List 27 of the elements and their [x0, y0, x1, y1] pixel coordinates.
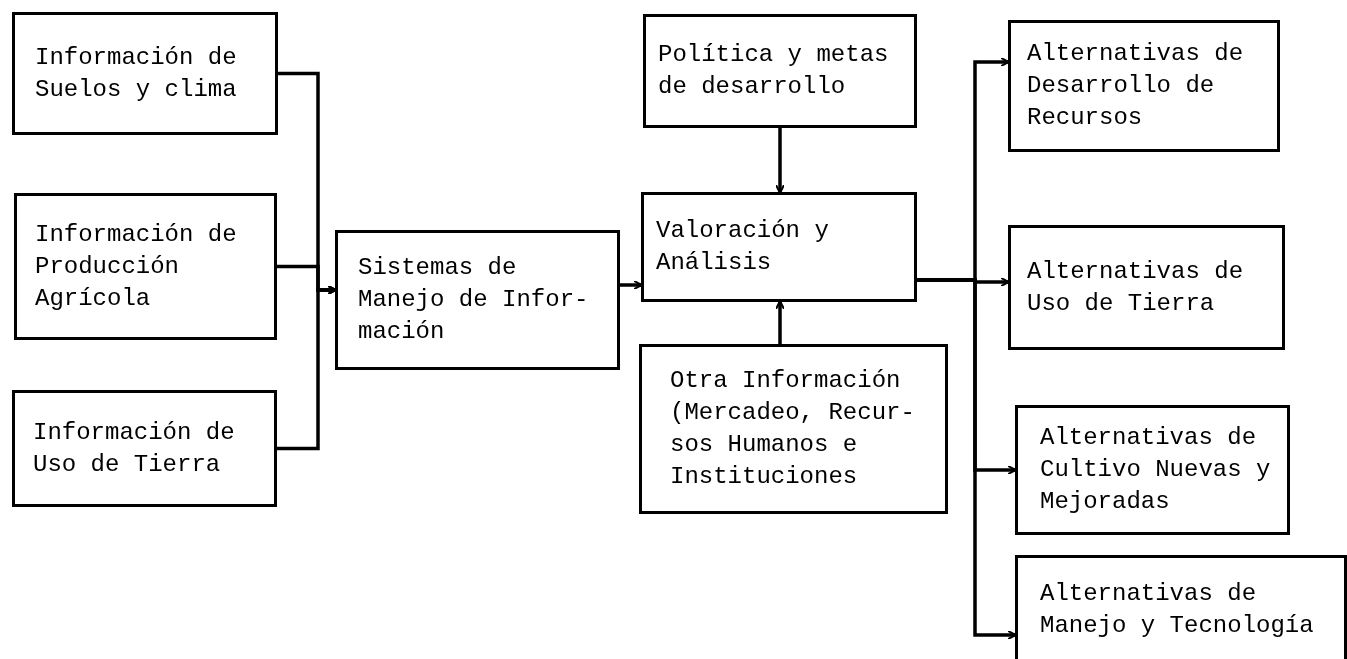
process-box	[1015, 555, 1347, 659]
box-label: Alternativas de Cultivo Nuevas y Mejoradas	[1040, 423, 1272, 517]
box-label: Política y metas de desarrollo	[658, 40, 890, 102]
box-label: Información de Producción Agrícola	[35, 219, 238, 314]
box-label: Información de Suelos y clima	[35, 42, 238, 105]
process-box	[12, 12, 278, 135]
process-box	[335, 230, 620, 370]
box-label: Valoración y Análisis	[656, 216, 830, 278]
box-label: Alternativas de Manejo y Tecnología	[1040, 579, 1315, 641]
box-label: Otra Información (Mercadeo, Recur- sos Humanos e Instituciones	[670, 366, 916, 492]
arrow	[917, 278, 1017, 640]
arrow	[620, 280, 643, 290]
process-box	[12, 390, 277, 507]
arrow	[775, 128, 785, 194]
process-box	[643, 14, 917, 128]
process-box	[14, 193, 277, 340]
arrow	[775, 300, 785, 344]
box-label: Sistemas de Manejo de Infor- mación	[358, 253, 590, 347]
process-box	[1008, 20, 1280, 152]
box-label: Alternativas de Desarrollo de Recursos	[1027, 39, 1245, 133]
process-box	[1015, 405, 1290, 535]
box-label: Alternativas de Uso de Tierra	[1027, 256, 1245, 319]
process-box	[641, 192, 917, 302]
process-box	[1008, 225, 1285, 350]
arrow	[277, 285, 337, 451]
process-box	[639, 344, 948, 514]
box-label: Información de Uso de Tierra	[33, 417, 236, 480]
